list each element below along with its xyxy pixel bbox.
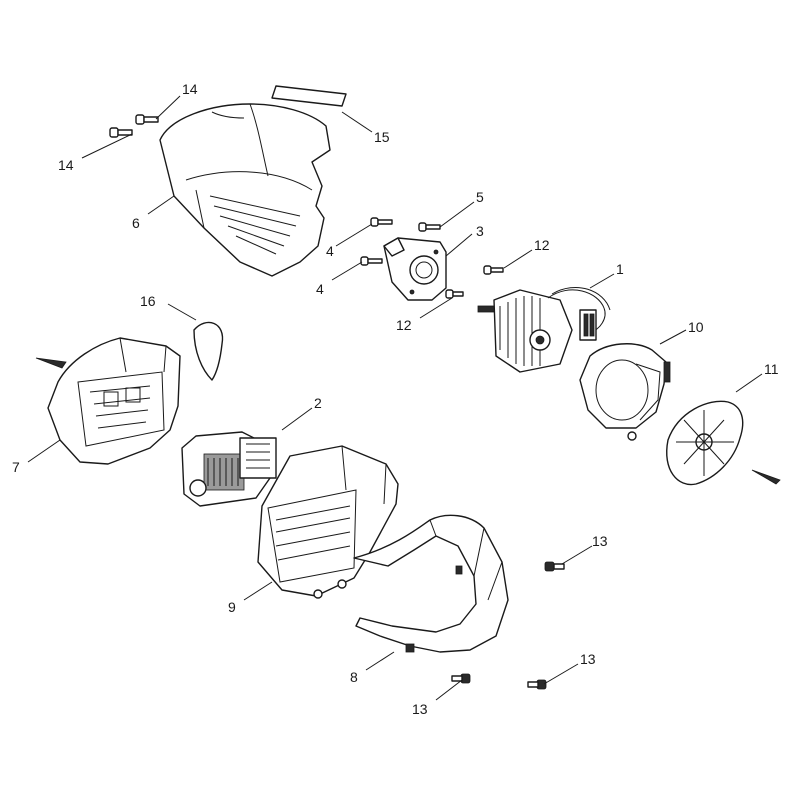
part-13-screw-right — [544, 561, 565, 572]
part-4-screw-lower — [360, 256, 383, 266]
callout-10: 10 — [688, 319, 704, 335]
airflow-arrow-right — [751, 469, 781, 485]
part-10-fan-housing — [579, 343, 671, 441]
part-14-screw-upper — [135, 114, 159, 125]
part-15-label — [271, 85, 347, 107]
callout-13-bottom-right: 13 — [580, 651, 596, 667]
part-2-control-module — [181, 431, 277, 507]
part-9-front-housing — [257, 445, 399, 599]
airflow-arrow-left — [35, 357, 67, 369]
callout-5: 5 — [476, 189, 484, 205]
part-13-screw-bottom-center — [451, 673, 471, 684]
part-1-motor — [477, 286, 611, 373]
callout-15: 15 — [374, 129, 390, 145]
callout-1: 1 — [616, 261, 624, 277]
part-7-rear-housing — [47, 337, 181, 465]
callout-4-lower: 4 — [316, 281, 324, 297]
part-13-screw-bottom-right — [527, 679, 547, 690]
part-14-screw-lower — [109, 127, 133, 138]
leader-lines — [27, 95, 763, 701]
part-16-clear-cover — [193, 321, 224, 381]
callout-4-upper: 4 — [326, 243, 334, 259]
part-4-screw-upper — [370, 217, 393, 227]
part-12-screw-lower — [445, 289, 464, 299]
callout-7: 7 — [12, 459, 20, 475]
part-11-fan-cover — [666, 400, 744, 486]
part-3-motor-bracket — [383, 237, 447, 301]
part-8-bottom-cradle — [353, 514, 509, 653]
part-6-upper-cover — [159, 103, 331, 277]
callout-12-upper: 12 — [534, 237, 550, 253]
callout-9: 9 — [228, 599, 236, 615]
callout-2: 2 — [314, 395, 322, 411]
callout-14-left: 14 — [58, 157, 74, 173]
callout-8: 8 — [350, 669, 358, 685]
callout-16: 16 — [140, 293, 156, 309]
callout-13-right: 13 — [592, 533, 608, 549]
callout-3: 3 — [476, 223, 484, 239]
callout-11: 11 — [764, 361, 779, 377]
part-12-screw-upper — [483, 265, 504, 275]
callout-12-lower: 12 — [396, 317, 412, 333]
callout-13-bottom-center: 13 — [412, 701, 428, 717]
part-5-screw — [418, 222, 441, 232]
callout-14-top: 14 — [182, 81, 198, 97]
callout-6: 6 — [132, 215, 140, 231]
